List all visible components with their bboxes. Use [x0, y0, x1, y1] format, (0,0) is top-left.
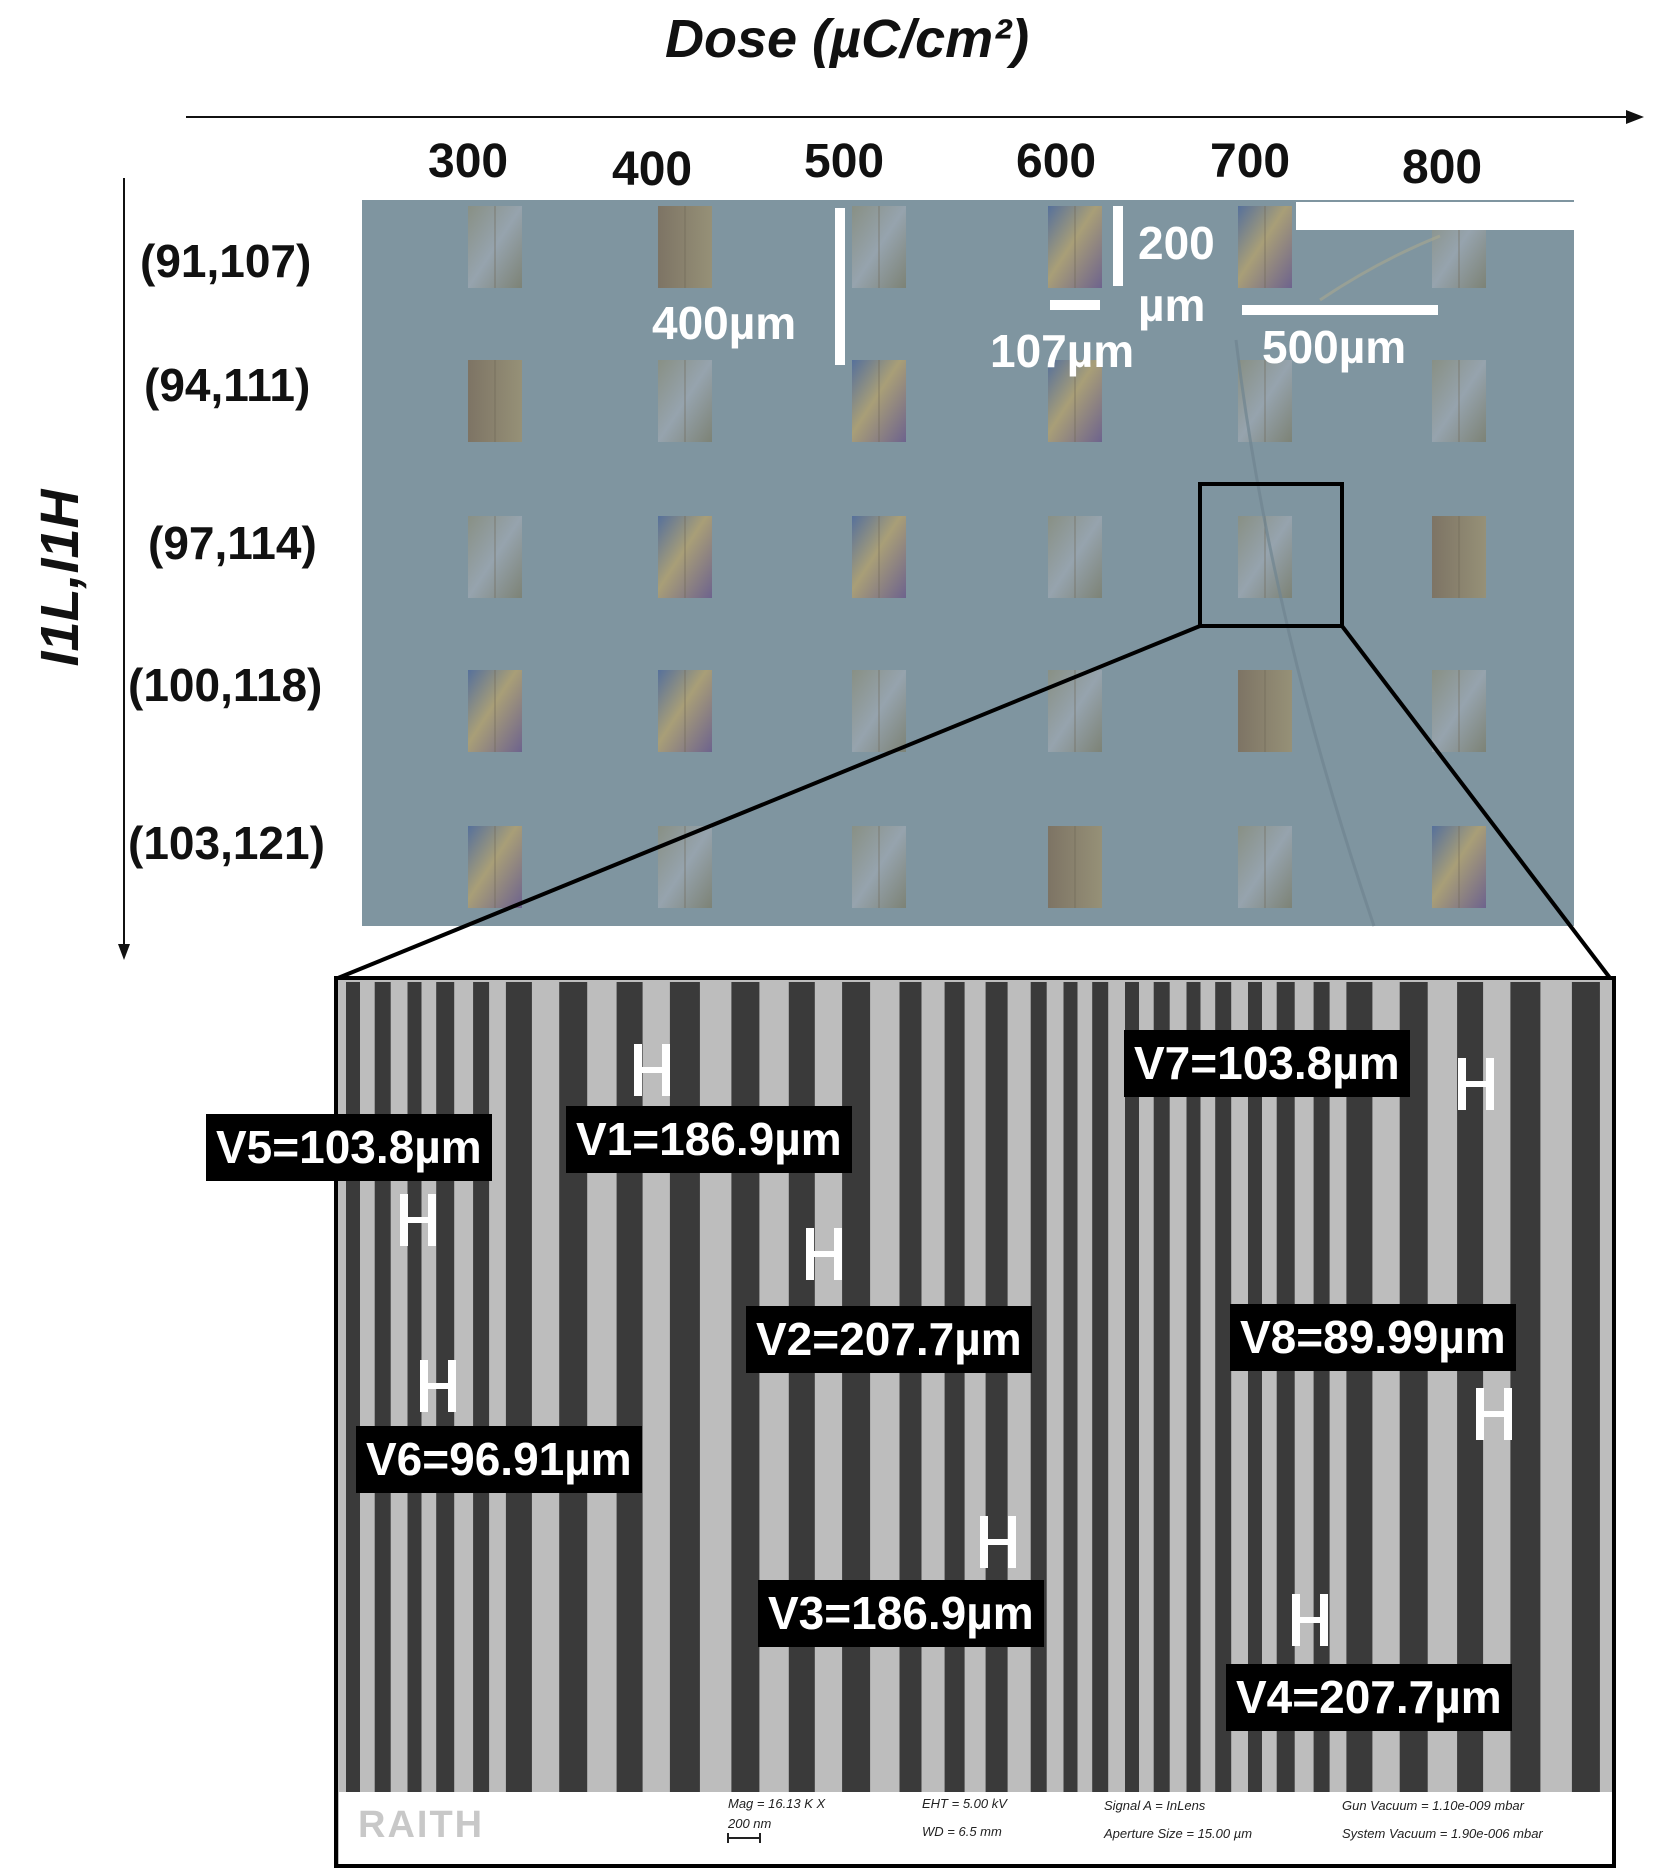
raith-logo: RAITH [358, 1804, 485, 1846]
grating-line [1186, 982, 1201, 1792]
zoom-connector-left [337, 624, 1201, 980]
grating-line [1346, 982, 1373, 1792]
scale-label-200-top: 200 [1138, 217, 1215, 269]
scale-bar-400 [835, 208, 845, 365]
grating-line [559, 982, 588, 1792]
sem-wd: WD = 6.5 mm [922, 1824, 1002, 1839]
h-marker [1476, 1388, 1512, 1440]
sem-system-vacuum: System Vacuum = 1.90e-006 mbar [1342, 1826, 1543, 1841]
h-marker [980, 1516, 1016, 1568]
measurement-v6: V6=96.91µm [356, 1426, 642, 1493]
row-tick-2: (94,111) [144, 359, 311, 411]
measurement-v2: V2=207.7µm [746, 1306, 1032, 1373]
h-marker [1458, 1058, 1494, 1110]
grating-line [1571, 982, 1600, 1792]
grating-line [985, 982, 1008, 1792]
grating-line [944, 982, 965, 1792]
scale-bar-top-white [1296, 202, 1574, 230]
grating-line [616, 982, 643, 1792]
grating-line [1030, 982, 1047, 1792]
optical-micrograph [362, 200, 1574, 926]
measurement-v8: V8=89.99µm [1230, 1304, 1516, 1371]
grating-line [1399, 982, 1428, 1792]
sem-info-bar [339, 1792, 1612, 1864]
measurement-v7: V7=103.8µm [1124, 1030, 1410, 1097]
scale-label-107: 107µm [990, 325, 1135, 377]
grating-line [374, 982, 391, 1792]
sem-eht: EHT = 5.00 kV [922, 1796, 1007, 1811]
grating-line [842, 982, 871, 1792]
grating-line [1215, 982, 1232, 1792]
grating-line [788, 982, 815, 1792]
grating-line [1457, 982, 1484, 1792]
dose-tick-700: 700 [1210, 135, 1291, 188]
row-tick-1: (91,107) [140, 235, 312, 287]
grating-line [669, 982, 700, 1792]
h-marker [400, 1194, 436, 1246]
grating-line [1092, 982, 1109, 1792]
dose-tick-600: 600 [1016, 135, 1097, 188]
scale-label-200-bottom: µm [1138, 279, 1206, 331]
sem-signal: Signal A = InLens [1104, 1798, 1206, 1813]
grating-line [505, 982, 532, 1792]
h-marker [420, 1360, 456, 1412]
grating-line [473, 982, 490, 1792]
row-axis-arrow [118, 178, 130, 960]
dose-axis-arrow [186, 110, 1644, 124]
scale-label-500: 500µm [1262, 321, 1407, 373]
sem-aperture: Aperture Size = 15.00 µm [1104, 1826, 1253, 1841]
row-tick-5: (103,121) [128, 817, 325, 869]
grating-line [1153, 982, 1170, 1792]
measurement-markers [400, 1044, 1512, 1646]
sem-scale: 200 nm [728, 1816, 772, 1831]
dose-tick-300: 300 [428, 135, 509, 188]
sem-mag: Mag = 16.13 K X [728, 1796, 826, 1811]
measurement-v3: V3=186.9µm [758, 1580, 1044, 1647]
zoom-connector-right [1340, 624, 1612, 980]
scale-bar-200 [1113, 206, 1123, 286]
grating-line [1063, 982, 1078, 1792]
dose-tick-500: 500 [804, 135, 885, 188]
row-tick-4: (100,118) [128, 659, 323, 711]
measurement-v4: V4=207.7µm [1226, 1664, 1512, 1731]
pad-grid [468, 206, 1486, 908]
grating-line [407, 982, 422, 1792]
grating-line [1248, 982, 1262, 1792]
dose-tick-800: 800 [1402, 141, 1483, 194]
grating-line [1276, 982, 1295, 1792]
h-marker [806, 1228, 842, 1280]
measurement-v5: V5=103.8µm [206, 1114, 492, 1181]
h-marker [1292, 1594, 1328, 1646]
grating-line [346, 982, 360, 1792]
sem-gun-vacuum: Gun Vacuum = 1.10e-009 mbar [1342, 1798, 1524, 1813]
row-tick-3: (97,114) [148, 517, 317, 569]
scale-bar-107 [1050, 300, 1100, 310]
grating-line [1313, 982, 1330, 1792]
x-axis-title: Dose (µC/cm²) [665, 9, 1030, 69]
dose-tick-400: 400 [612, 143, 693, 196]
scale-label-400: 400µm [652, 297, 797, 349]
grating-line [899, 982, 922, 1792]
measurement-v1: V1=186.9µm [566, 1106, 852, 1173]
grating-line [1510, 982, 1541, 1792]
grating-line [731, 982, 760, 1792]
scale-bar-500 [1242, 305, 1438, 315]
grating-line [1125, 982, 1139, 1792]
h-marker [634, 1044, 670, 1096]
zoom-box [1198, 482, 1344, 628]
